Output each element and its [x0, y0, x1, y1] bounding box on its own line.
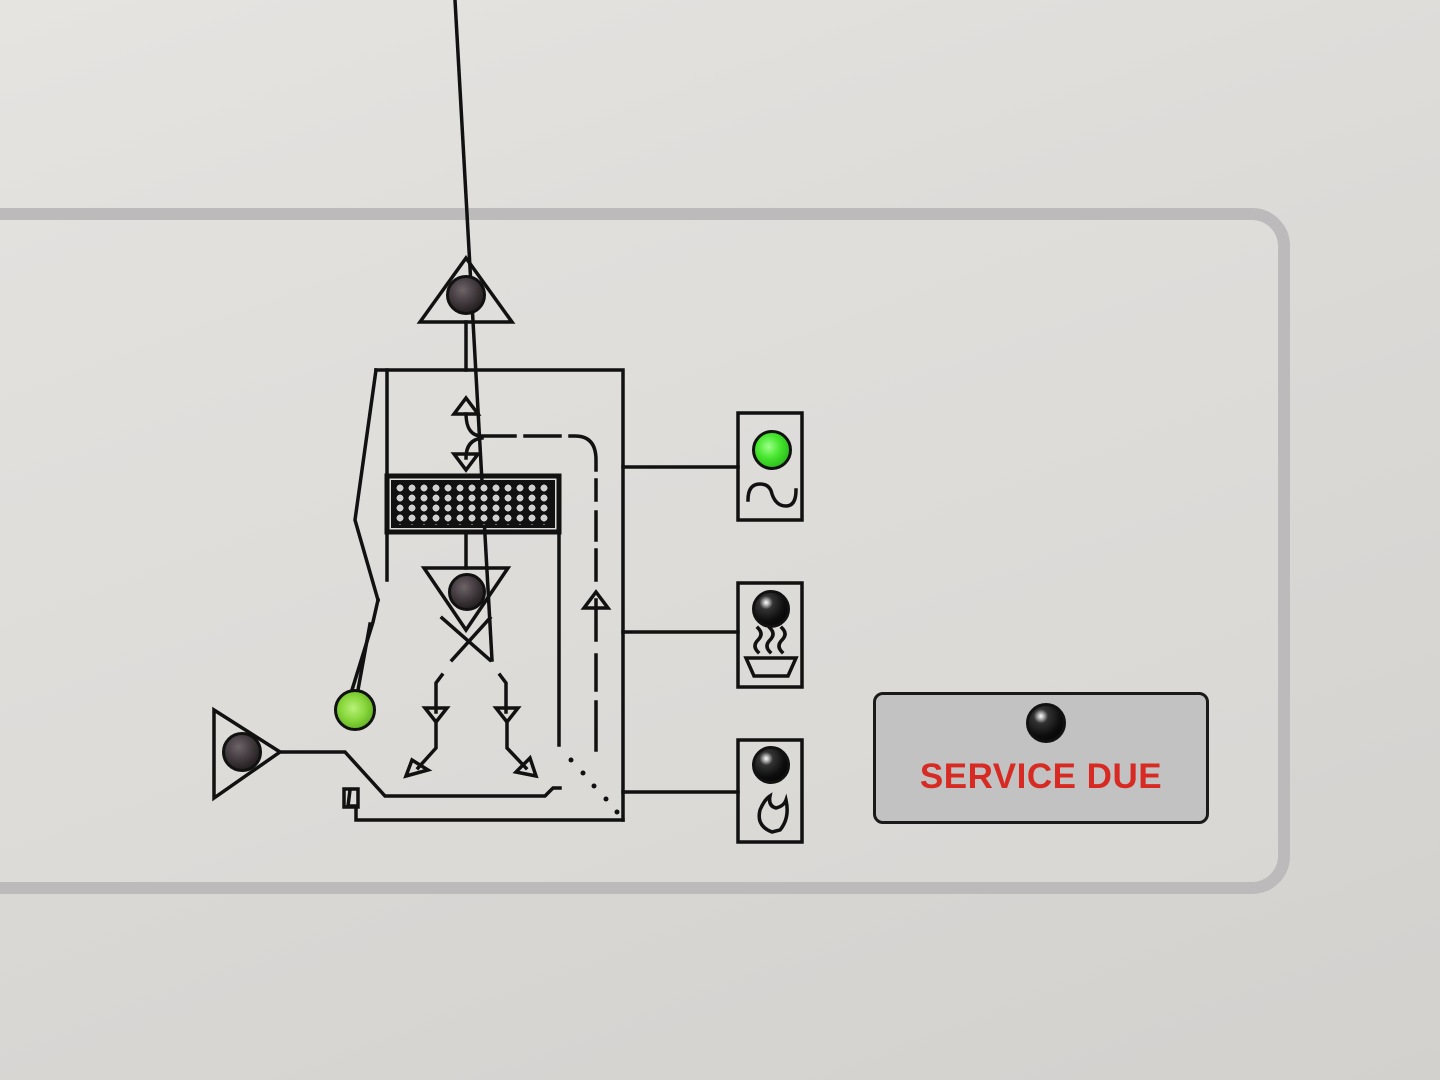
flame-lamp — [752, 746, 790, 784]
top-triangle-lamp — [446, 275, 486, 315]
power-indicator-box — [736, 411, 804, 522]
sine-wave-icon — [746, 482, 798, 508]
mesh-pattern — [394, 483, 552, 525]
service-due-label: SERVICE DUE — [919, 757, 1163, 796]
service-due-indicator: SERVICE DUE — [873, 692, 1209, 824]
lever-lamp — [334, 689, 376, 731]
service-due-lamp — [1026, 703, 1066, 743]
heating-indicator-box — [736, 581, 804, 689]
heat-bowl-icon — [743, 656, 799, 678]
heating-lamp — [752, 590, 790, 628]
flame-indicator-box — [736, 738, 804, 844]
middle-triangle-lamp — [448, 573, 486, 611]
flame-icon — [757, 792, 789, 834]
power-lamp — [752, 430, 792, 470]
left-triangle-lamp — [222, 732, 262, 772]
panel-frame — [0, 208, 1290, 894]
